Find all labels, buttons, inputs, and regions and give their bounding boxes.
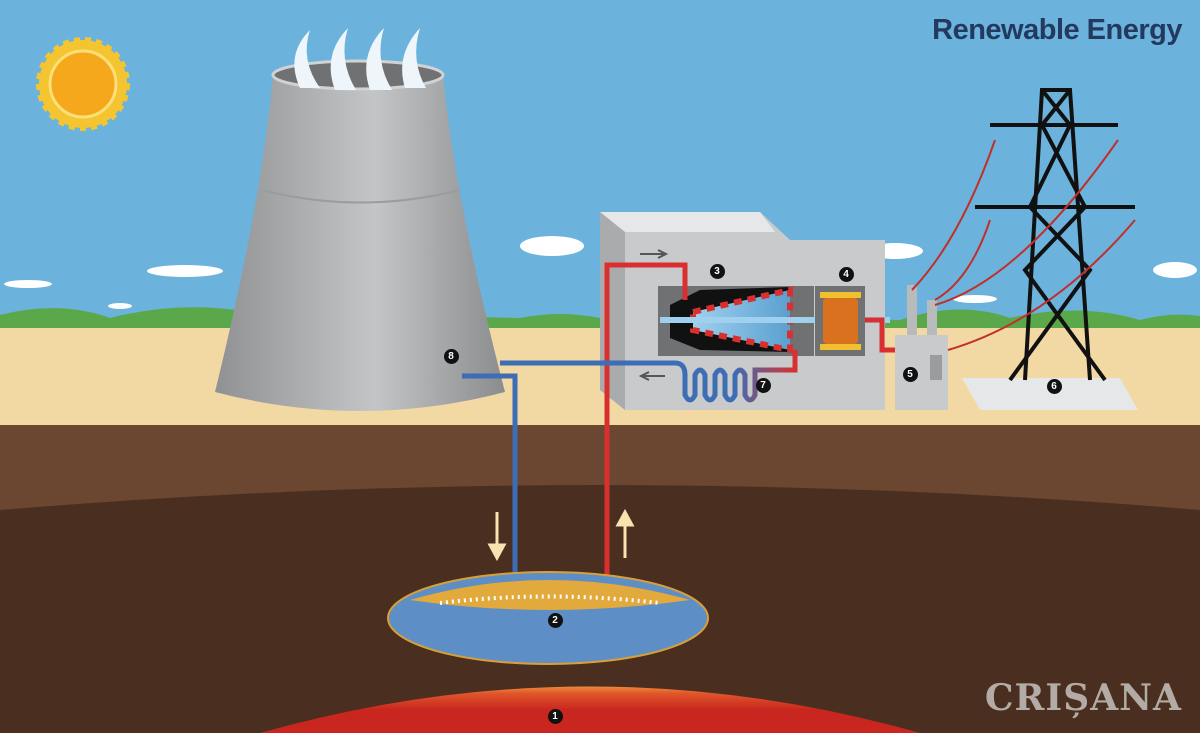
flow-arrows xyxy=(487,508,635,562)
transmission-tower xyxy=(911,88,1138,410)
label-condenser: 7 xyxy=(755,377,771,393)
label-cooling-tower: 8 xyxy=(443,348,459,364)
label-transmission-tower: 6 xyxy=(1046,378,1062,394)
label-reservoir: 2 xyxy=(547,612,563,628)
sun-icon xyxy=(36,37,130,131)
page-title: Renewable Energy xyxy=(932,14,1182,46)
cooling-tower xyxy=(215,28,505,411)
label-turbine: 3 xyxy=(709,263,725,279)
pipes xyxy=(462,262,895,600)
label-transformer: 5 xyxy=(902,366,918,382)
watermark: CRIȘANA xyxy=(984,677,1182,719)
label-generator: 4 xyxy=(838,266,854,282)
magma xyxy=(260,686,920,733)
label-magma: 1 xyxy=(547,708,563,724)
